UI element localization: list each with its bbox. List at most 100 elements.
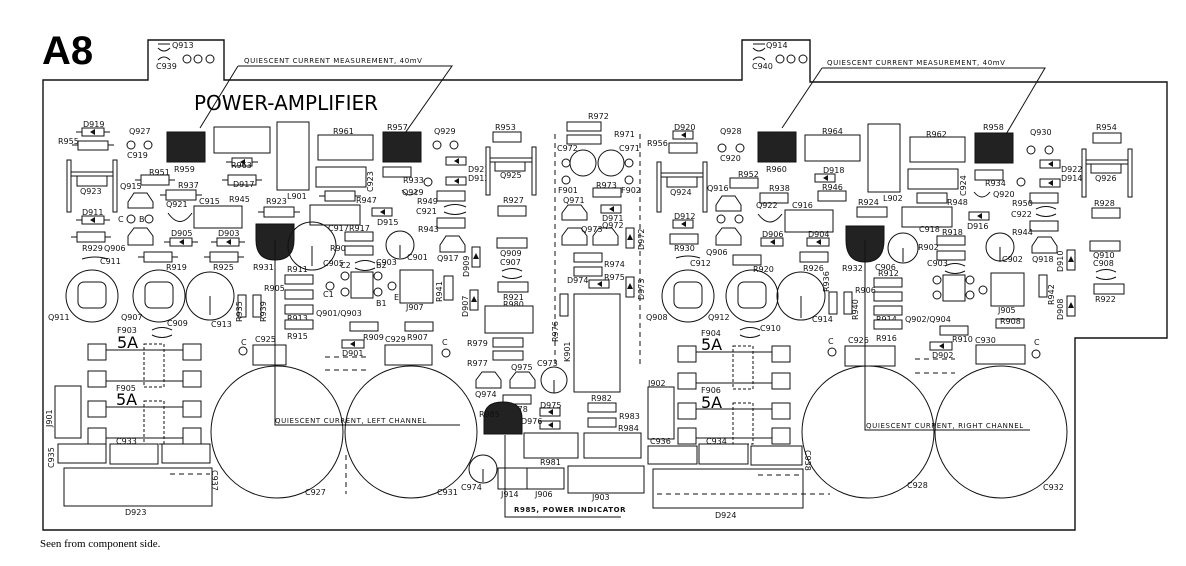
label-r952: R952: [738, 170, 759, 179]
label-r957: R957: [387, 123, 408, 132]
label-q974: Q974: [475, 390, 497, 399]
label-r911: R911: [287, 265, 308, 274]
quiescent-right-label: QUIESCENT CURRENT, RIGHT CHANNEL: [866, 422, 1024, 430]
label-r919: R919: [166, 263, 187, 272]
label-r908: R908: [1000, 317, 1021, 326]
label-c929: C929: [385, 335, 406, 344]
label-q922: Q922: [756, 201, 778, 210]
label-c917: C917: [328, 224, 349, 233]
q913-block: Q913 C939: [156, 41, 215, 71]
label-q921: Q921: [166, 200, 188, 209]
label-q926: Q926: [1095, 174, 1117, 183]
label-q975: Q975: [511, 363, 533, 372]
r957-trimmer: [382, 131, 422, 163]
label-c940: C940: [752, 62, 773, 71]
label-r949: R949: [417, 197, 438, 206]
label-c935: C935: [47, 447, 56, 468]
label-q972: Q972: [602, 221, 624, 230]
label-r959: R959: [174, 165, 195, 174]
label-r916: R916: [876, 334, 897, 343]
label-c913: C913: [211, 320, 232, 329]
label-r960: R960: [766, 165, 787, 174]
label-c926: C926: [848, 336, 869, 345]
label-r974: R974: [604, 260, 625, 269]
label-r985: R985: [479, 410, 500, 419]
rating-f903: 5A: [117, 333, 138, 352]
quiescent-left-leader: [274, 240, 460, 426]
label-q911: Q911: [48, 313, 70, 322]
label-l902: L902: [883, 194, 903, 203]
label-d901: D901: [342, 349, 363, 358]
label-r928: R928: [1094, 199, 1115, 208]
label-r902: R902: [918, 243, 939, 252]
label-q920: Q920: [993, 190, 1015, 199]
quiescent-left-label: QUIESCENT CURRENT, LEFT CHANNEL: [275, 417, 427, 425]
label-r934: R934: [985, 179, 1006, 188]
label-c911: C911: [100, 257, 121, 266]
label-r956: R956: [647, 139, 668, 148]
label-r971: R971: [614, 130, 635, 139]
rating-f906: 5A: [701, 393, 722, 412]
label-q928: Q928: [720, 127, 742, 136]
label-c-q906: C: [118, 215, 124, 224]
fuse-f903: F903 5A: [87, 326, 202, 388]
diagram-title: A8: [42, 29, 93, 73]
label-r955: R955: [58, 137, 79, 146]
label-d916: D916: [967, 222, 988, 231]
label-r929: R929: [82, 244, 103, 253]
label-j907: J907: [405, 303, 424, 312]
label-r939: R939: [259, 301, 268, 322]
label-c905: C905: [323, 259, 344, 268]
label-d907: D907: [461, 296, 470, 317]
label-r907: R907: [407, 333, 428, 342]
label-d914: D914: [1061, 174, 1082, 183]
label-c903-right: C903: [927, 259, 948, 268]
label-d973: D973: [637, 279, 646, 300]
label-c971: C971: [619, 144, 640, 153]
label-c907: C907: [500, 258, 521, 267]
label-r923: R923: [266, 197, 287, 206]
label-q902-q904: Q902/Q904: [905, 315, 951, 324]
fuse-f904: F904 5A: [677, 329, 791, 390]
label-r910: R910: [952, 335, 973, 344]
label-q924: Q924: [670, 188, 692, 197]
label-r964: R964: [822, 127, 843, 136]
c927-capacitor: [210, 365, 344, 499]
label-f905: F905: [116, 384, 136, 393]
label-r920: R920: [753, 265, 774, 274]
label-d915: D915: [377, 218, 398, 227]
label-d910: D910: [1056, 251, 1065, 272]
label-r915: R915: [287, 332, 308, 341]
label-r979: R979: [467, 339, 488, 348]
left-channel: D919 R955 Q927 C919 R959 Q923 R951 Q915 …: [45, 120, 478, 517]
quiescent-measurement-left-leader: [199, 65, 453, 137]
label-d906: D906: [762, 230, 783, 239]
label-r962: R962: [926, 130, 947, 139]
label-r940: R940: [851, 299, 860, 320]
label-r941: R941: [435, 281, 444, 302]
label-c914: C914: [812, 315, 833, 324]
l902-inductor: [867, 123, 901, 193]
label-r918: R918: [942, 228, 963, 237]
label-d918: D918: [823, 166, 844, 175]
label-c933: C933: [116, 437, 137, 446]
label-c939: C939: [156, 62, 177, 71]
label-r932: R932: [842, 264, 863, 273]
label-r963: R963: [231, 161, 252, 170]
label-d920: D920: [674, 123, 695, 132]
label-c901: C901: [407, 253, 428, 262]
label-r984: R984: [618, 424, 639, 433]
label-j914: J914: [500, 490, 519, 499]
board-outline: [42, 39, 1168, 531]
label-d913: D913: [468, 174, 489, 183]
dashed-subboard-outline: [554, 134, 641, 365]
label-f906: F906: [701, 386, 721, 395]
label-q923: Q923: [80, 187, 102, 196]
label-r954: R954: [1096, 123, 1117, 132]
label-r926: R926: [803, 264, 824, 273]
label-q914: Q914: [766, 41, 788, 50]
label-r982: R982: [591, 394, 612, 403]
label-d919: D919: [83, 120, 104, 129]
r958-trimmer: [974, 132, 1014, 164]
